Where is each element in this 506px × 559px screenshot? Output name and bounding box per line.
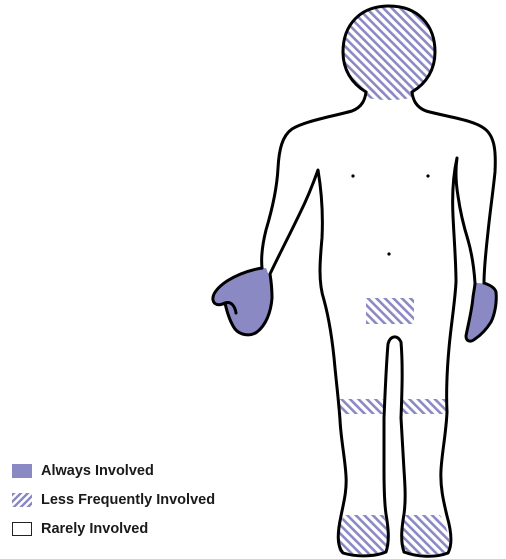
legend-label: Rarely Involved: [41, 521, 148, 537]
empty-swatch-icon: [12, 522, 32, 536]
left-inner-arm-outline: [270, 170, 340, 420]
legend-item-less-frequently: Less Frequently Involved: [12, 485, 262, 514]
legend-item-always: Always Involved: [12, 456, 262, 485]
navel-dot: [387, 252, 390, 255]
legend: Always Involved Less Frequently Involved…: [12, 456, 262, 543]
crotch-outline: [384, 337, 402, 418]
left-knee-region: [340, 399, 383, 414]
solid-swatch-icon: [12, 464, 32, 478]
left-nipple-dot: [351, 174, 354, 177]
right-nipple-dot: [426, 174, 429, 177]
legend-item-rarely: Rarely Involved: [12, 514, 262, 543]
groin-region: [366, 298, 414, 324]
right-inner-arm-outline: [447, 158, 475, 412]
left-foot-region: [338, 515, 388, 554]
legend-label: Always Involved: [41, 463, 154, 479]
right-foot-region: [400, 515, 449, 554]
right-knee-region: [401, 399, 447, 414]
legend-label: Less Frequently Involved: [41, 492, 215, 508]
hatched-swatch-icon: [12, 493, 32, 507]
